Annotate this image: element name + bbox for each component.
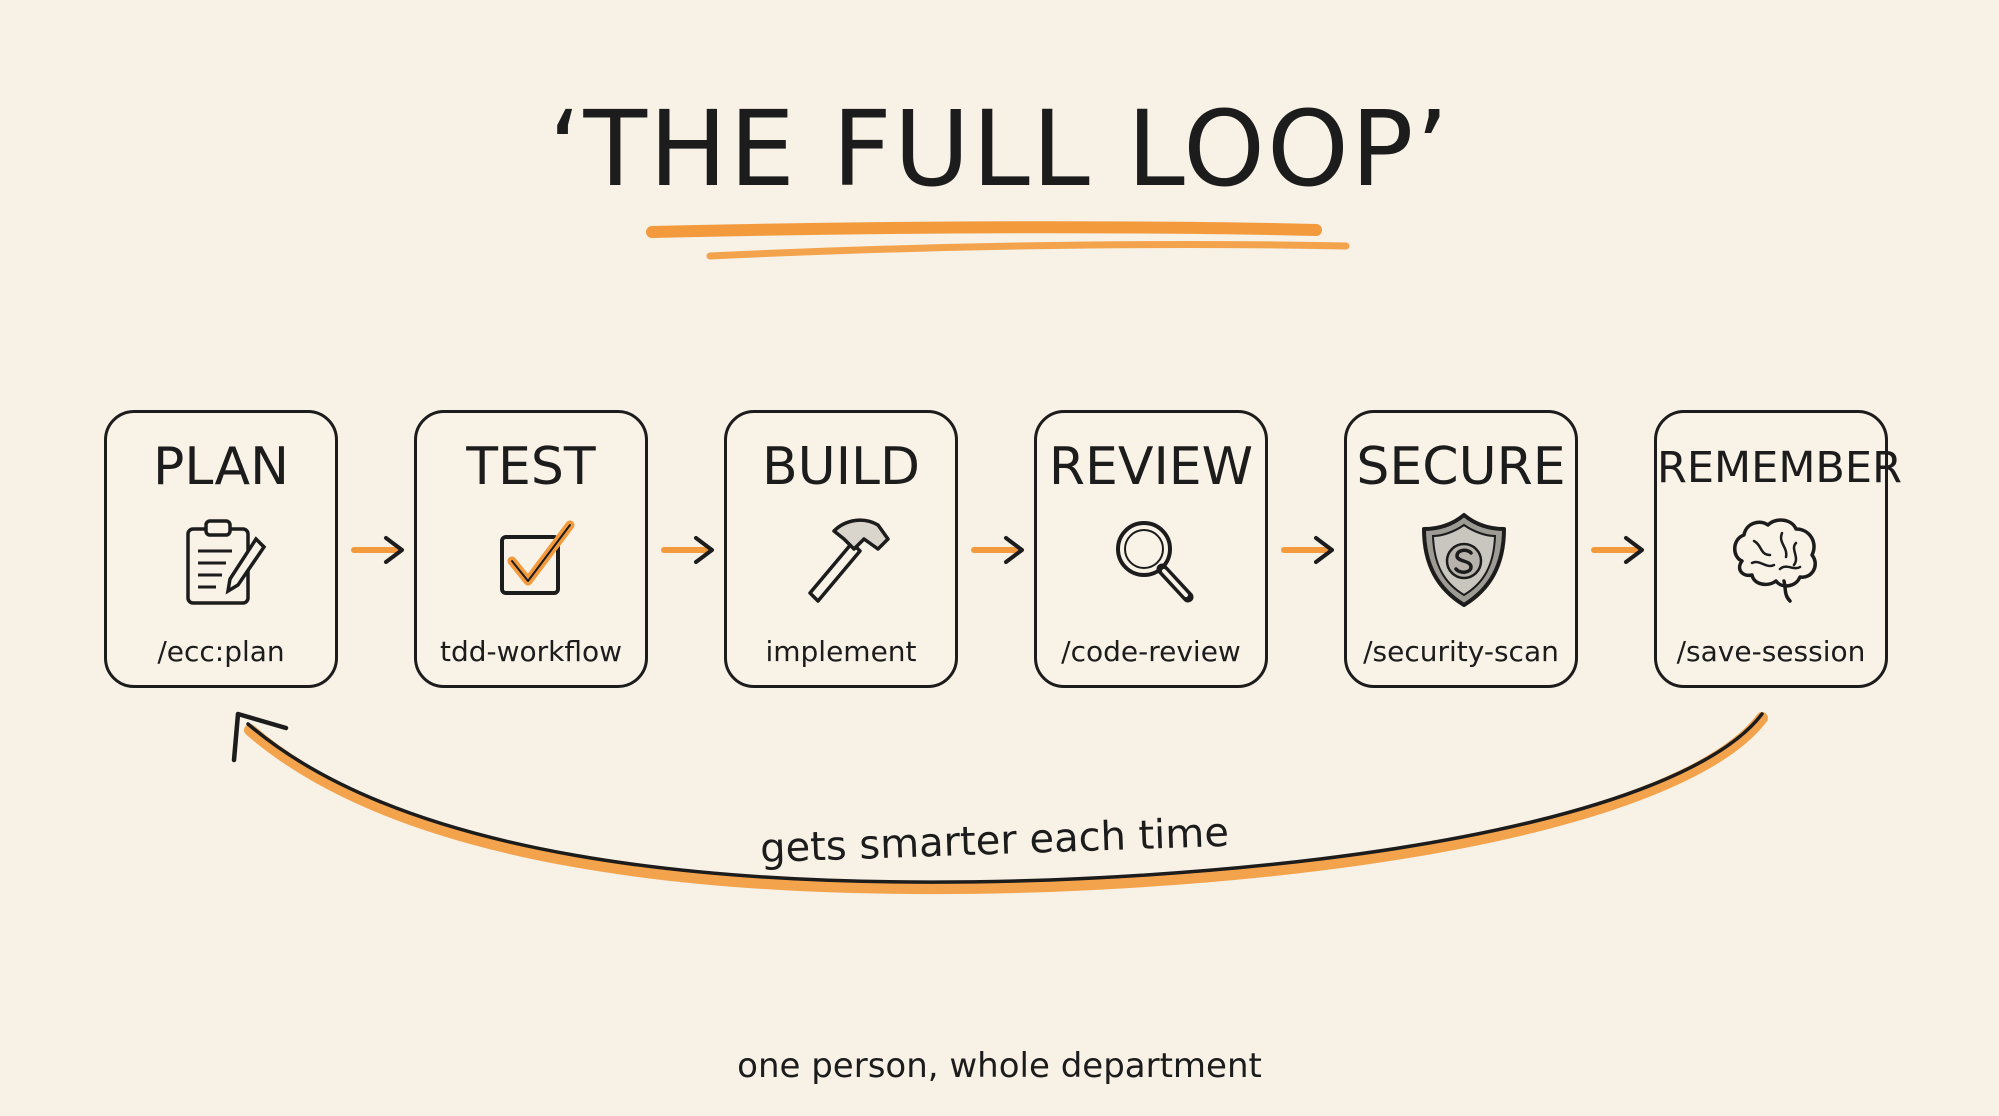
step-test: TEST tdd-workflow <box>414 410 648 688</box>
checkbox-icon <box>500 520 575 595</box>
step-secure-label: SECURE <box>1356 437 1566 497</box>
arrow-right-icon <box>971 536 1024 564</box>
step-plan-command: /ecc:plan <box>157 635 285 668</box>
step-plan-label: PLAN <box>153 437 289 497</box>
step-secure-command: /security-scan <box>1363 635 1559 668</box>
step-test-label: TEST <box>466 437 596 497</box>
step-remember: REMEMBER /save-session <box>1654 410 1902 688</box>
title-underline <box>646 221 1350 260</box>
arrow-right-icon <box>1281 536 1334 564</box>
arrow-right-icon <box>351 536 404 564</box>
arrow-right-icon <box>1591 536 1644 564</box>
step-review-label: REVIEW <box>1048 437 1254 497</box>
shield-icon <box>1422 513 1506 607</box>
step-test-command: tdd-workflow <box>439 635 623 668</box>
step-plan: PLAN /ecc:plan <box>104 410 338 688</box>
step-build-label: BUILD <box>761 437 921 497</box>
hammer-icon <box>808 518 890 603</box>
step-build-command: implement <box>765 635 917 668</box>
step-remember-label: REMEMBER <box>1657 443 1902 493</box>
brain-icon <box>1733 518 1817 603</box>
clipboard-icon <box>186 519 267 605</box>
step-review-command: /code-review <box>1061 635 1241 668</box>
step-remember-command: /save-session <box>1676 635 1866 668</box>
arrow-right-icon <box>661 536 714 564</box>
step-secure: SECURE /security-scan <box>1344 410 1578 688</box>
footer-tagline: one person, whole department <box>737 1046 1262 1086</box>
step-build: BUILD implement <box>724 410 958 688</box>
magnifier-icon <box>1116 521 1194 603</box>
page-title: ‘THE FULL LOOP’ <box>548 88 1451 210</box>
step-review: REVIEW /code-review <box>1034 410 1268 688</box>
